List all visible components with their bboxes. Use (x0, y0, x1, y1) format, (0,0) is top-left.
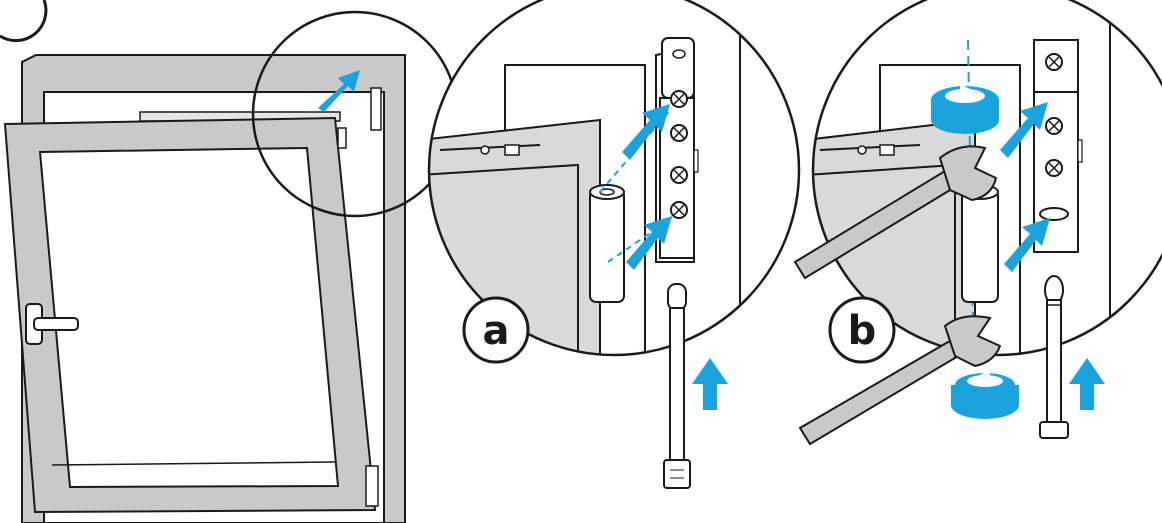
label-a-badge: a (462, 296, 530, 364)
detail-panel-a: a (427, 0, 801, 489)
screw-icon (670, 124, 688, 142)
screw-icon (1045, 159, 1063, 177)
screw-icon (1045, 53, 1063, 71)
screw-icon (670, 166, 688, 184)
rotate-arrow-icon (931, 84, 999, 134)
up-arrow-icon (622, 104, 670, 160)
frame-hinge-bottom (365, 465, 379, 507)
window-overview (3, 10, 459, 523)
hinge-pin-b (1039, 275, 1069, 439)
up-arrow-icon (1000, 102, 1048, 158)
screw-icon (670, 201, 688, 219)
sash-hinge-cylinder (589, 184, 625, 303)
sash-hinge-cylinder (961, 184, 999, 303)
detail-circle-a (427, 0, 801, 357)
up-arrow-icon (318, 70, 360, 112)
up-arrow-icon (626, 216, 672, 270)
sash-corner-bracket (337, 127, 347, 149)
label-a: a (483, 308, 510, 354)
up-arrow-icon (1004, 218, 1050, 272)
hinge-pin-a (663, 283, 691, 489)
sash-inner-edge (51, 461, 336, 466)
step-number-circle (0, 0, 48, 43)
detail-circle-b (811, 0, 1162, 357)
detail-panel-b: b (793, 0, 1162, 446)
up-arrow-icon (1069, 358, 1105, 410)
wrench-icon (793, 145, 998, 280)
label-b: b (848, 308, 877, 354)
screw-icon (1045, 117, 1063, 135)
rotate-arrow-icon (951, 370, 1019, 419)
wrench-icon (798, 315, 1002, 446)
screw-icon (670, 90, 688, 108)
frame-hinge-plate (655, 37, 699, 263)
frame-hinge-plate (1033, 39, 1083, 253)
label-b-badge: b (828, 296, 896, 364)
window-handle (25, 303, 79, 345)
up-arrow-icon (692, 358, 728, 410)
frame-hinge-top (370, 87, 382, 131)
window-glass (38, 146, 340, 489)
